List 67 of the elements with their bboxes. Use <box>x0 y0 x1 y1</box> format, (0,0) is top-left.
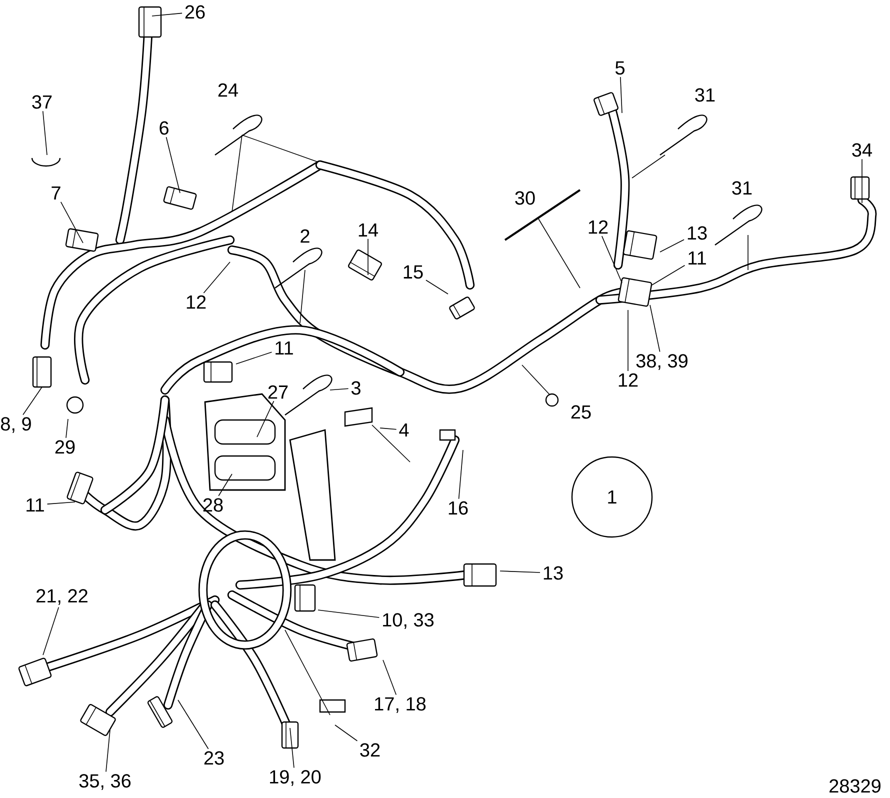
callout-number: 4 <box>399 423 409 437</box>
leader-line <box>426 280 448 294</box>
leader-line <box>650 304 660 352</box>
callout-number: 29 <box>55 440 75 454</box>
callout-number: 13 <box>688 226 707 240</box>
callout-number: 32 <box>360 743 380 757</box>
leader-line <box>42 606 60 656</box>
callout-number: 15 <box>404 265 423 279</box>
callout-number: 30 <box>515 191 535 205</box>
leader-line <box>256 400 274 438</box>
leader-line <box>380 428 397 430</box>
callout-number: 21, 22 <box>36 589 88 605</box>
leader-line <box>166 136 180 194</box>
callout-number: 28 <box>203 498 223 512</box>
callout-number: 11 <box>26 498 44 512</box>
leader-line <box>652 264 686 286</box>
callout-number: 27 <box>268 385 288 399</box>
callout-number: 34 <box>852 143 872 157</box>
callout-number: 31 <box>732 181 752 195</box>
callout-number: 10, 33 <box>383 613 434 629</box>
callout-number: 12 <box>186 295 206 309</box>
callout-number: 31 <box>695 88 715 102</box>
leader-line <box>601 236 622 284</box>
callout-number: 5 <box>615 61 624 75</box>
leader-line <box>318 610 380 618</box>
leader-line <box>330 388 349 390</box>
callout-number: 12 <box>588 220 608 234</box>
leader-line <box>458 450 464 500</box>
callout-number: 14 <box>358 223 378 237</box>
callout-number: 35, 36 <box>79 774 131 790</box>
leader-line <box>152 12 182 16</box>
leader-line <box>178 700 209 750</box>
callout-number: 8, 9 <box>0 417 31 433</box>
leader-line <box>382 660 397 696</box>
leader-line <box>22 386 42 416</box>
callout-number: 24 <box>218 83 238 97</box>
callout-number: 38, 39 <box>636 354 688 370</box>
callout-number: 25 <box>571 405 591 419</box>
callout-number: 17, 18 <box>375 697 426 713</box>
leader-line <box>46 502 76 504</box>
callout-number: 23 <box>204 751 224 765</box>
callout-number: 7 <box>52 186 60 200</box>
leader-line <box>500 570 540 573</box>
callout-number: 12 <box>618 373 638 387</box>
callout-number: 6 <box>160 121 168 135</box>
callout-number: 11 <box>276 341 293 355</box>
leader-line <box>66 418 68 438</box>
leader-line <box>236 352 272 364</box>
leader-line <box>42 110 48 156</box>
callout-number: 11 <box>688 251 706 265</box>
leader-line <box>334 724 358 742</box>
callout-number: 37 <box>32 95 52 109</box>
callout-number: 26 <box>185 5 205 19</box>
circled-number: 1 <box>571 456 653 538</box>
callout-number: 3 <box>351 381 360 395</box>
leader-line <box>290 728 294 768</box>
leader-line <box>620 76 622 114</box>
drawing-number: 28329 <box>830 779 880 793</box>
callout-number: 13 <box>544 566 563 580</box>
callout-number: 2 <box>300 229 310 243</box>
leader-line <box>218 474 232 496</box>
leader-line <box>106 730 110 772</box>
leader-line <box>60 202 84 244</box>
callout-number: 19, 20 <box>270 770 321 786</box>
leader-line <box>660 239 684 252</box>
callout-number: 16 <box>448 501 468 515</box>
leader-line <box>203 262 230 294</box>
